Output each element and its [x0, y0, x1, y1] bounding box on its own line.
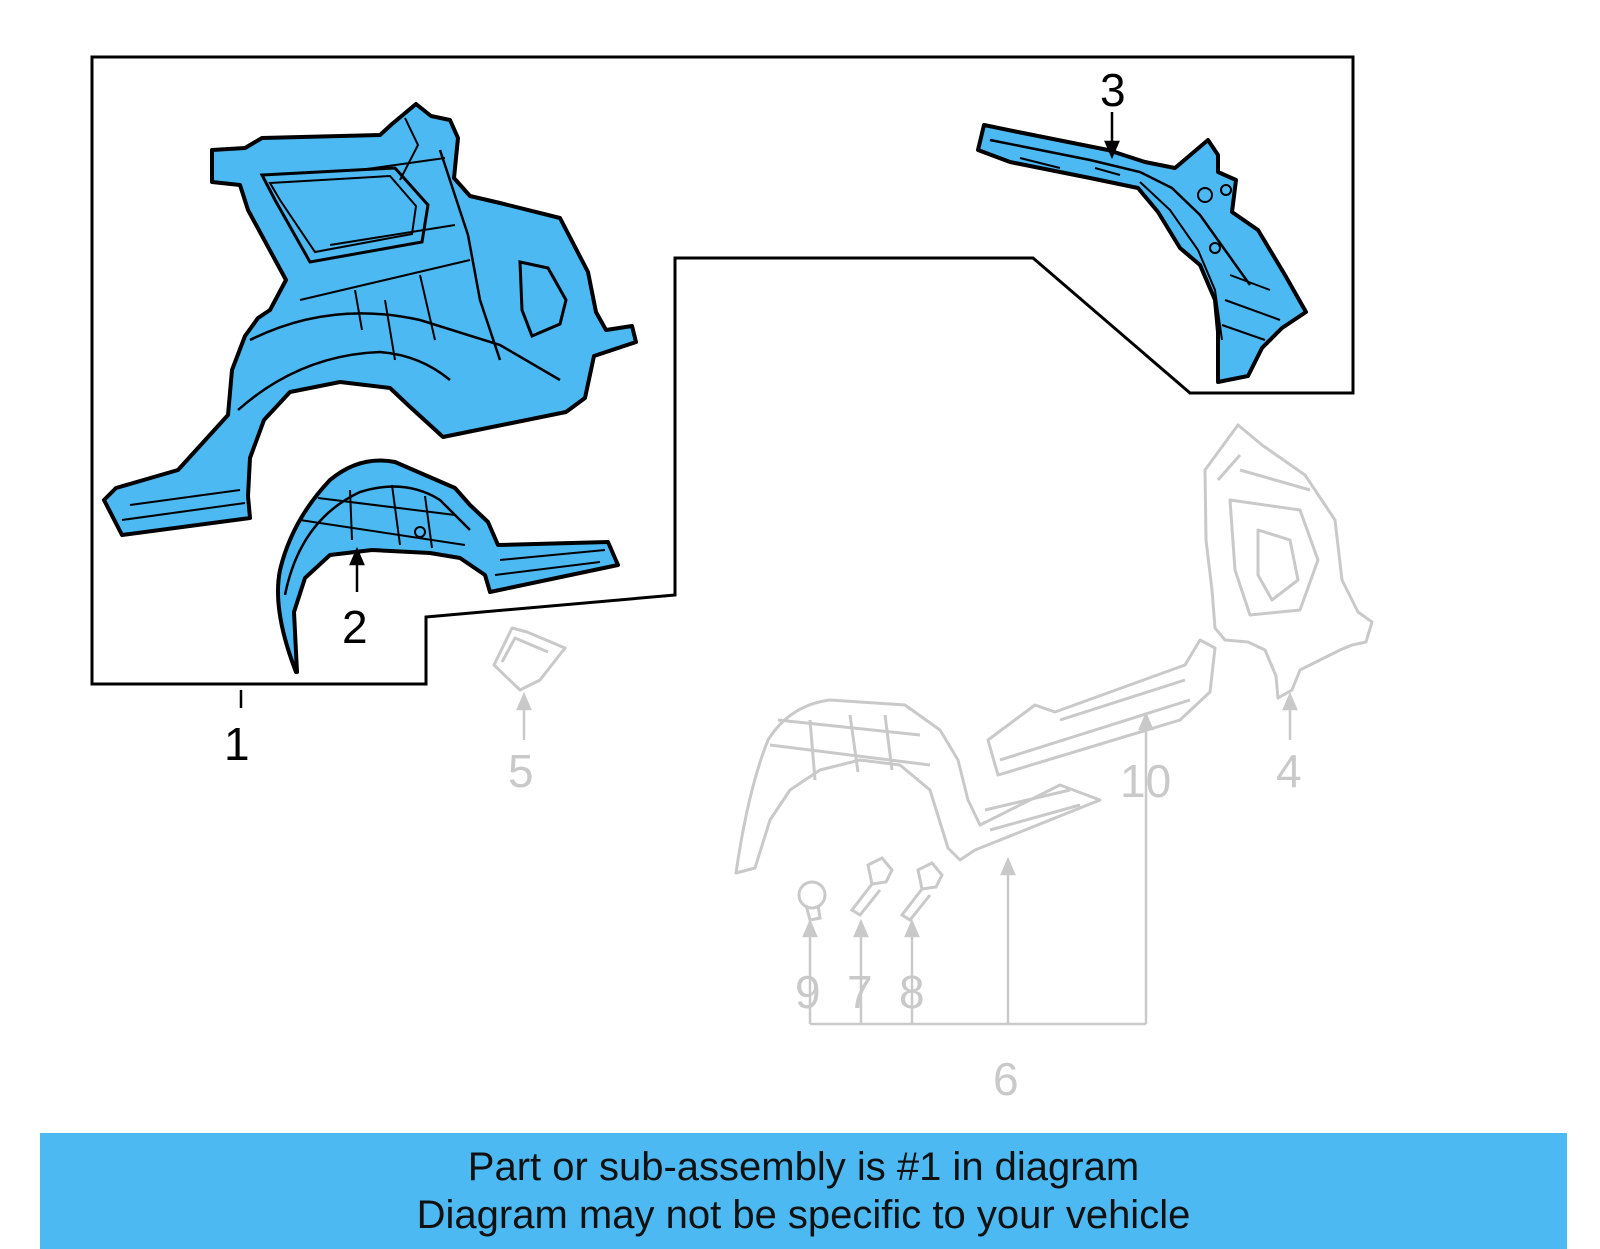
rail-extension-panel[interactable] — [976, 123, 1308, 384]
callout-9: 9 — [795, 966, 821, 1018]
banner-line-2: Diagram may not be specific to your vehi… — [416, 1193, 1191, 1237]
callout-8: 8 — [899, 966, 925, 1018]
leader-lines-dark — [239, 112, 1120, 708]
ghost-fastener-9 — [797, 880, 827, 922]
callout-3: 3 — [1100, 64, 1126, 116]
callout-7: 7 — [847, 966, 873, 1018]
callout-1: 1 — [224, 718, 250, 770]
ghost-part-4 — [1203, 423, 1374, 700]
banner-line-1: Part or sub-assembly is #1 in diagram — [467, 1145, 1140, 1189]
callout-2: 2 — [342, 601, 368, 653]
callout-4: 4 — [1276, 745, 1302, 797]
ghost-fastener-8 — [899, 861, 944, 922]
quarter-inner-panel[interactable] — [102, 102, 638, 537]
ghost-part-5 — [492, 626, 567, 692]
callout-6: 6 — [993, 1053, 1019, 1105]
callout-10: 10 — [1120, 755, 1171, 807]
callout-5: 5 — [508, 745, 534, 797]
assembly-outline — [90, 55, 1355, 686]
wheelhouse-panel[interactable] — [276, 458, 620, 674]
ghost-part-10 — [986, 638, 1217, 777]
info-banner: Part or sub-assembly is #1 in diagram Di… — [40, 1133, 1567, 1249]
ghost-fastener-7 — [849, 856, 894, 917]
ghost-part-6 — [734, 698, 1102, 875]
leader-lines-gray — [516, 691, 1298, 1026]
